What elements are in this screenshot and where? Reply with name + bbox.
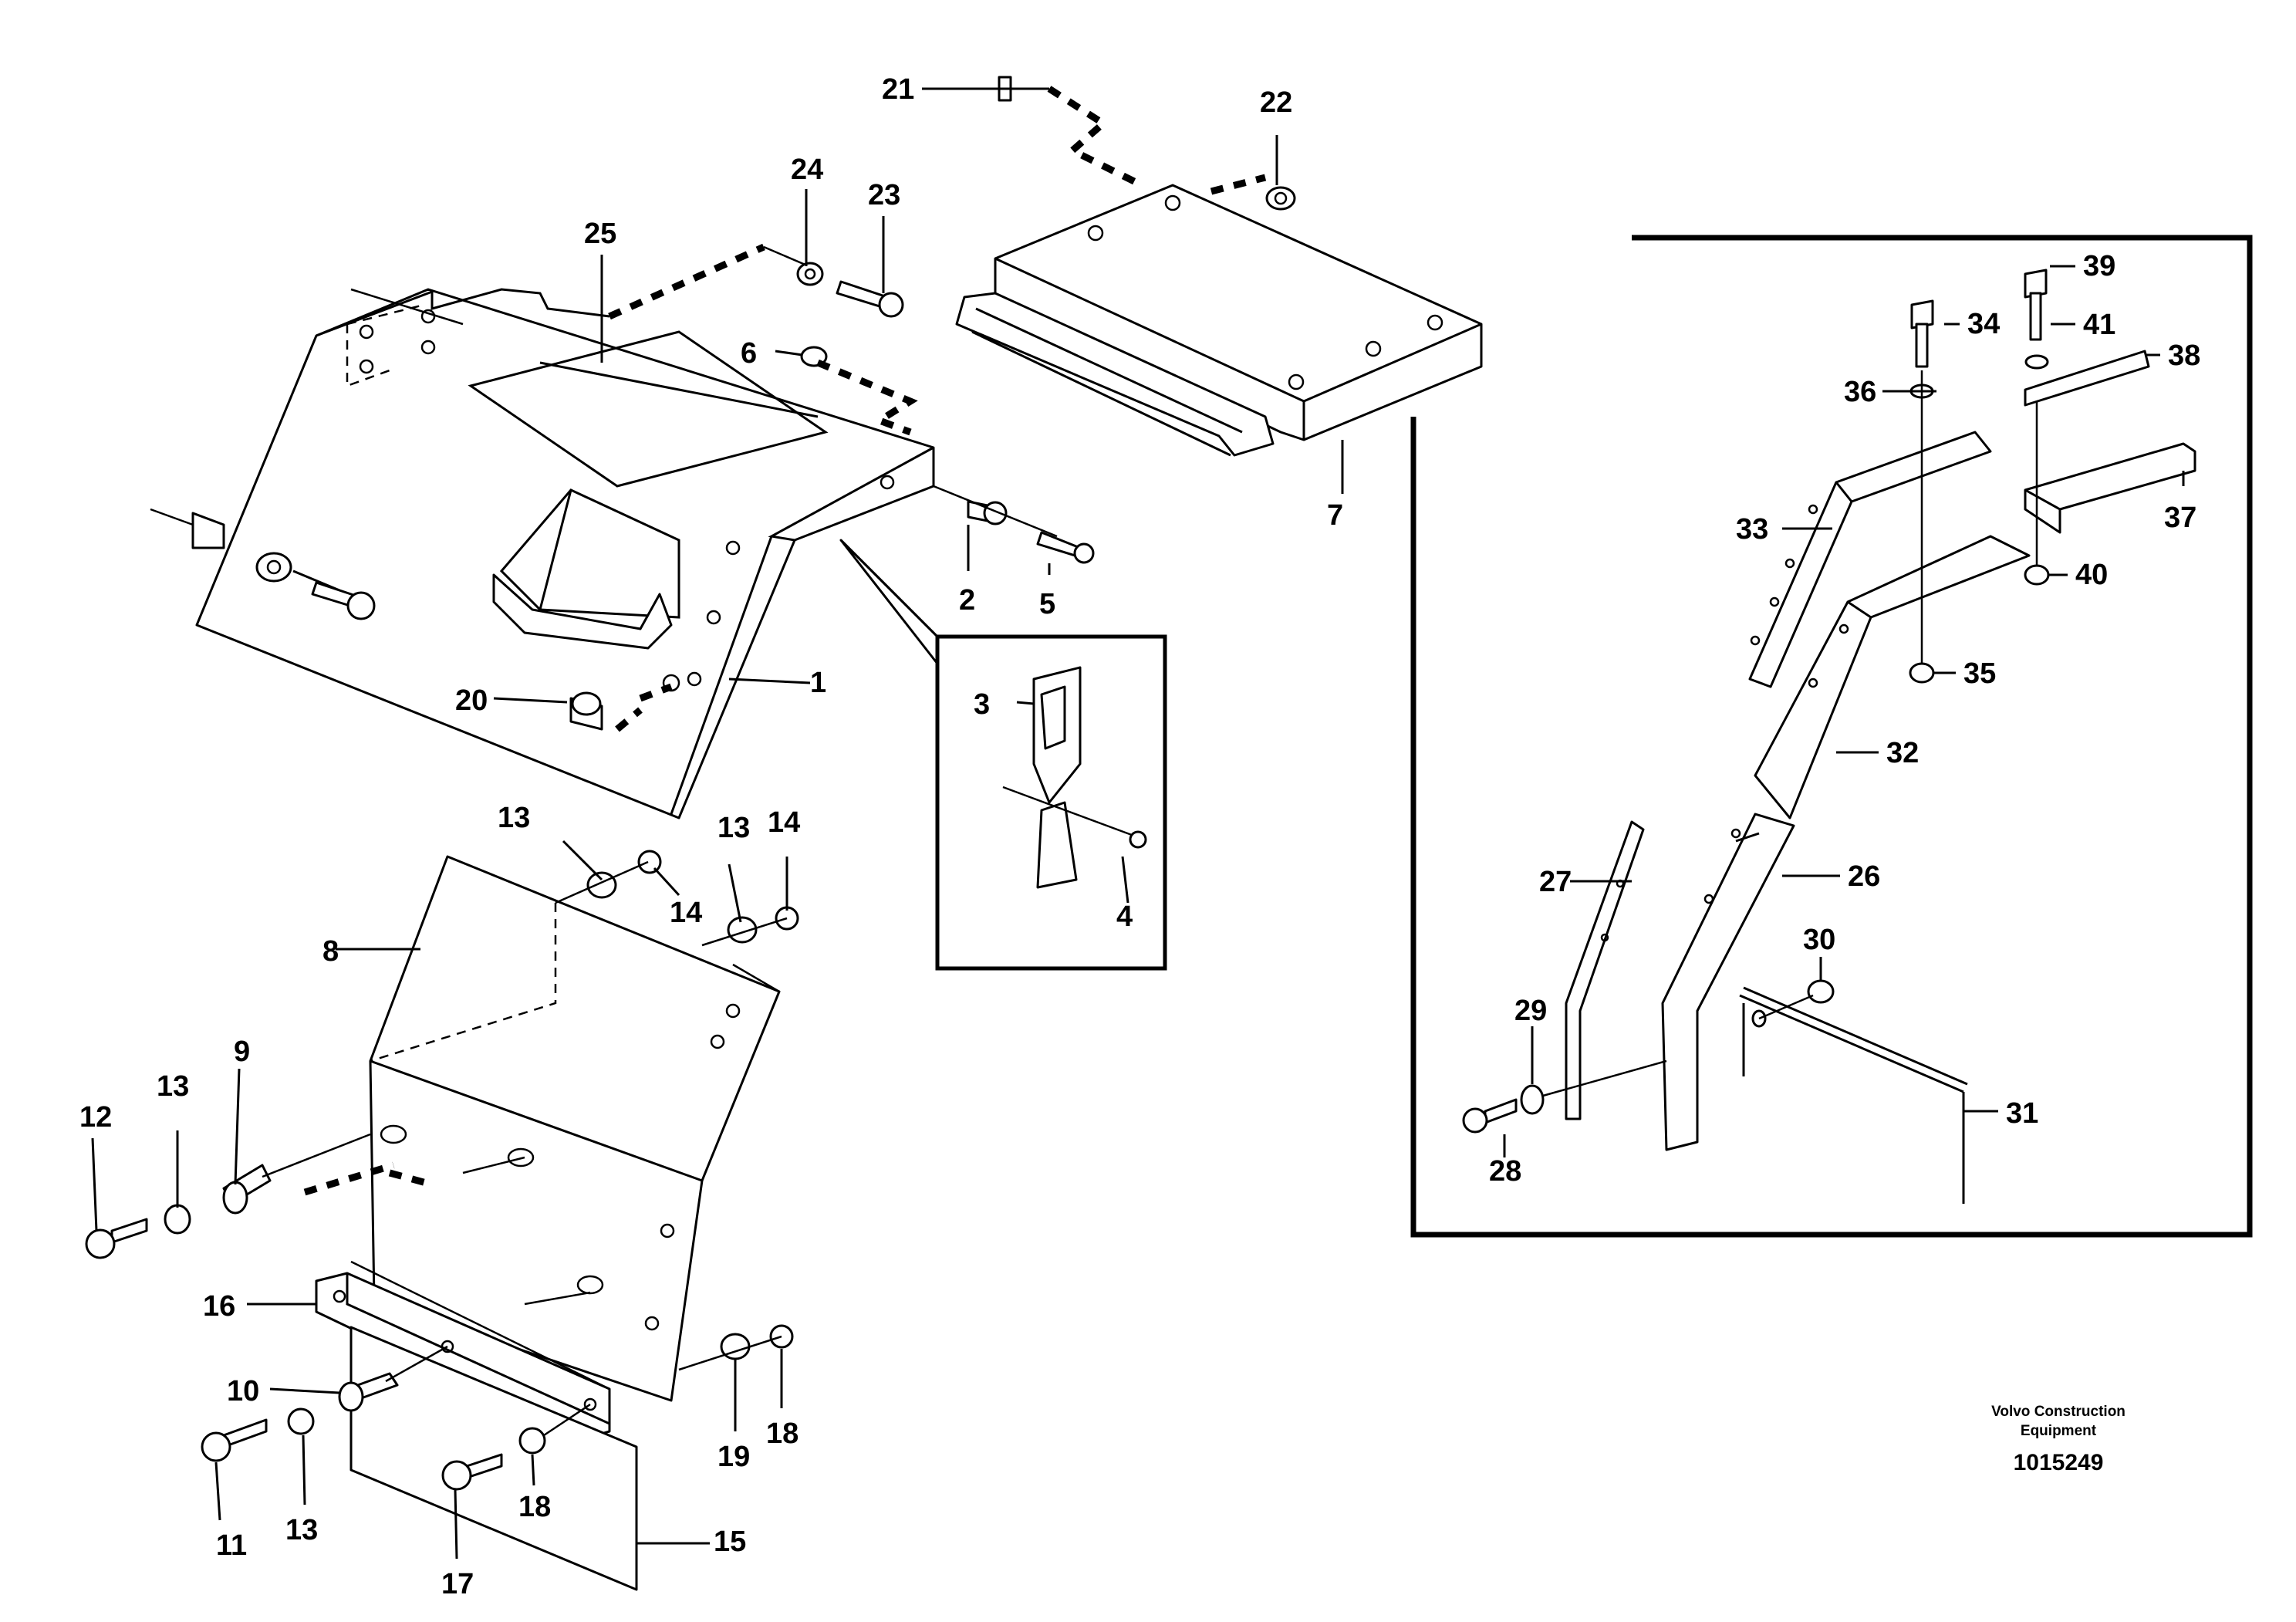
rail-32 [1754, 535, 2031, 819]
callout-3: 3 [974, 688, 990, 721]
publisher-block: Volvo Construction Equipment 1015249 [1991, 1404, 2125, 1475]
callout-34: 34 [1967, 308, 2000, 340]
callout-26: 26 [1848, 860, 1880, 893]
callout-33: 33 [1736, 513, 1768, 546]
strip-27 [1565, 820, 1645, 1120]
publisher-name-line2: Equipment [2021, 1423, 2097, 1439]
callout-21: 21 [882, 73, 914, 106]
rail-33 [1748, 431, 1992, 688]
callout-14-a: 14 [670, 897, 702, 929]
callout-13-b: 13 [718, 812, 750, 844]
callout-6: 6 [741, 337, 757, 370]
callout-35: 35 [1963, 657, 1996, 690]
fasteners-21-22 [988, 76, 1296, 211]
latch-detail [839, 539, 1167, 971]
callout-16: 16 [203, 1290, 235, 1323]
callout-8: 8 [322, 935, 339, 968]
fasteners-10-11-13 [201, 1345, 448, 1462]
callout-37: 37 [2164, 502, 2196, 534]
bracket-16 [247, 1260, 611, 1441]
accessory-kit-frame [1410, 235, 2253, 1238]
callout-4: 4 [1116, 901, 1133, 933]
callout-9: 9 [234, 1036, 250, 1068]
fasteners-2-5 [933, 485, 1095, 564]
fasteners-23-24 [608, 243, 918, 436]
callout-29: 29 [1514, 995, 1547, 1027]
fasteners-9-12-13 [85, 1133, 371, 1259]
callout-19: 19 [718, 1441, 750, 1473]
callout-17: 17 [441, 1568, 474, 1600]
callout-5: 5 [1039, 588, 1055, 620]
publisher-name: Volvo Construction [1991, 1404, 2125, 1420]
callout-31: 31 [2006, 1097, 2038, 1130]
callout-20: 20 [455, 684, 488, 717]
callout-39: 39 [2083, 250, 2115, 282]
callout-18-b: 18 [766, 1418, 799, 1450]
callout-13-d: 13 [285, 1514, 318, 1546]
callout-13-c: 13 [157, 1070, 189, 1103]
callout-25: 25 [584, 218, 616, 250]
callout-28: 28 [1489, 1155, 1521, 1188]
callout-14-b: 14 [768, 806, 800, 839]
fasteners-13-14-upper [555, 850, 799, 947]
callout-27: 27 [1539, 866, 1572, 898]
callout-24: 24 [791, 154, 823, 186]
leader-lines [91, 87, 2185, 1559]
brackets-37-38 [2024, 269, 2196, 586]
callout-36: 36 [1844, 376, 1876, 408]
fastener-20 [569, 674, 680, 732]
callout-18-a: 18 [518, 1491, 551, 1523]
callout-40: 40 [2075, 559, 2108, 591]
plate-31 [1739, 986, 1998, 1204]
rail-26 [1661, 813, 1840, 1151]
callout-7: 7 [1327, 499, 1343, 532]
fasteners-34-35-36 [1909, 299, 1935, 684]
fasteners-28-29-30 [1462, 979, 1835, 1134]
callout-13-a: 13 [498, 802, 530, 834]
callout-38: 38 [2168, 340, 2200, 372]
callout-22: 22 [1260, 86, 1292, 119]
callout-11: 11 [216, 1529, 247, 1562]
top-plate [955, 184, 1483, 494]
fasteners-17-18 [441, 1403, 591, 1491]
callout-30: 30 [1803, 924, 1835, 956]
callout-12: 12 [79, 1101, 112, 1134]
top-panel [150, 288, 935, 819]
document-number: 1015249 [2014, 1450, 2104, 1475]
callout-41: 41 [2083, 309, 2115, 341]
callout-1: 1 [810, 667, 826, 699]
callout-2: 2 [959, 584, 975, 617]
callout-23: 23 [868, 179, 900, 211]
fasteners-18-19 [678, 1324, 794, 1371]
callout-10: 10 [227, 1375, 259, 1407]
callout-labels: 1 2 3 4 5 6 7 8 9 10 11 12 13 13 13 13 1… [79, 73, 2200, 1600]
lower-panel [303, 855, 781, 1402]
callout-32: 32 [1886, 737, 1919, 769]
callout-15: 15 [714, 1526, 746, 1558]
